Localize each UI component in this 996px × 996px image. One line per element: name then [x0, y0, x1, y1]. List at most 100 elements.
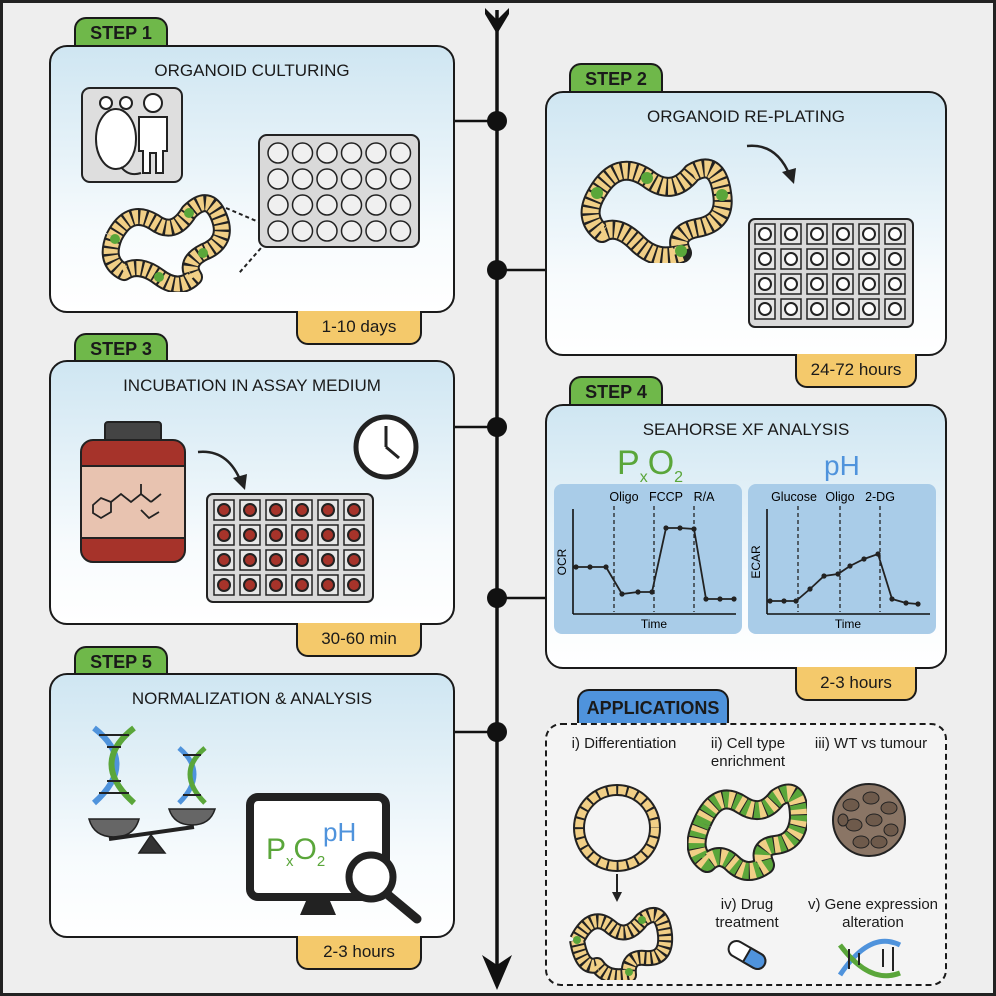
plate-well-insert: [862, 277, 876, 291]
plate-well-medium: [243, 578, 257, 592]
ocr-ylabel: OCR: [555, 548, 569, 575]
plate-well-medium: [217, 503, 231, 517]
arrow-icon: [746, 144, 796, 184]
enriched-organoid-icon: [687, 783, 807, 881]
plate-well: [389, 220, 412, 242]
plate-well: [340, 220, 363, 242]
step3-title: INCUBATION IN ASSAY MEDIUM: [123, 376, 381, 395]
ecar-event-label: 2-DG: [865, 490, 895, 504]
plate-well-insert: [810, 277, 824, 291]
plate-well-insert: [810, 252, 824, 266]
plate-well: [316, 194, 338, 216]
step4-duration: 2-3 hours: [795, 667, 917, 701]
plate-well-medium: [347, 553, 361, 567]
organoid-icon: [580, 158, 733, 263]
plate-well-medium: [321, 528, 335, 542]
ocr-xlabel: Time: [641, 617, 668, 631]
plate-well-insert: [888, 227, 902, 241]
step2-tab: STEP 2: [569, 63, 663, 93]
organoid-icon: [101, 194, 231, 292]
human-icon: [138, 93, 168, 174]
timeline-node: [487, 722, 507, 742]
ecar-event-label: Oligo: [825, 490, 854, 504]
step1-panel: ORGANOID CULTURING: [49, 45, 455, 313]
well-plate-icon: [206, 493, 374, 603]
plate-well-insert: [810, 227, 824, 241]
mouse-icon: [95, 96, 142, 176]
ecar-ylabel: ECAR: [749, 545, 763, 579]
plate-well-medium: [269, 503, 283, 517]
plate-well-insert: [758, 302, 772, 316]
ocr-chart: Oligo FCCP R/A OCR Time: [554, 484, 742, 634]
plate-well-medium: [243, 528, 257, 542]
step1-title: ORGANOID CULTURING: [154, 61, 350, 80]
plate-well-insert: [784, 252, 798, 266]
plate-well: [389, 194, 412, 216]
plate-well: [316, 168, 338, 190]
plate-well: [267, 168, 289, 190]
plate-well-medium: [295, 503, 309, 517]
ecar-xlabel: Time: [835, 617, 862, 631]
dna-scale-icon: [88, 725, 217, 854]
plate-well: [365, 168, 387, 190]
plate-well: [291, 168, 314, 190]
step5-panel: NORMALIZATION & ANALYSIS PxO2 pH: [49, 673, 455, 938]
step2-title: ORGANOID RE-PLATING: [646, 107, 846, 126]
plate-well: [340, 194, 363, 216]
arrow-icon: [197, 450, 247, 490]
step1-duration: 1-10 days: [296, 311, 422, 345]
plate-well-insert: [862, 227, 876, 241]
plate-well-insert: [784, 227, 798, 241]
ocr-event-label: FCCP: [649, 490, 683, 504]
bottle-icon: [80, 421, 186, 563]
ecar-event-label: Glucose: [771, 490, 817, 504]
step4-panel: SEAHORSE XF ANALYSIS PxO2 pH Oligo FCCP …: [545, 404, 947, 669]
step3-panel: INCUBATION IN ASSAY MEDIUM: [49, 360, 455, 625]
plate-well-medium: [321, 553, 335, 567]
plate-well-medium: [295, 578, 309, 592]
plate-well-insert: [888, 277, 902, 291]
plate-well-insert: [836, 252, 850, 266]
plate-well-medium: [321, 503, 335, 517]
plate-well: [389, 168, 412, 190]
plate-well-insert: [836, 302, 850, 316]
oxygen-label: PxO2: [617, 444, 684, 486]
plate-well-insert: [836, 227, 850, 241]
plate-well-medium: [321, 578, 335, 592]
pill-icon: [727, 940, 767, 970]
clock-icon: [353, 414, 419, 480]
plate-well-medium: [243, 503, 257, 517]
timeline-start-icon: [485, 8, 509, 34]
plate-well-medium: [347, 528, 361, 542]
plate-well: [291, 194, 314, 216]
plate-well-medium: [243, 553, 257, 567]
step4-tab: STEP 4: [569, 376, 663, 406]
plate-well-medium: [269, 528, 283, 542]
ecar-chart: Glucose Oligo 2-DG ECAR Time: [748, 484, 936, 634]
plate-well: [267, 220, 289, 242]
plate-well: [291, 220, 314, 242]
step3-tab: STEP 3: [74, 333, 168, 363]
application-differentiation: i) Differentiation: [571, 735, 677, 752]
timeline-node: [487, 588, 507, 608]
plate-well-insert: [810, 302, 824, 316]
step2-panel: ORGANOID RE-PLATING: [545, 91, 947, 356]
timeline-arrow-icon: [482, 955, 512, 990]
plate-well: [365, 220, 387, 242]
plate-well-insert: [758, 277, 772, 291]
scale-icon: [88, 808, 217, 854]
plate-well-medium: [217, 528, 231, 542]
application-wt-tumour: iii) WT vs tumour: [814, 735, 928, 752]
ocr-event-label: Oligo: [609, 490, 638, 504]
plate-well-medium: [269, 553, 283, 567]
step5-title: NORMALIZATION & ANALYSIS: [131, 689, 373, 708]
well-plate-icon: [225, 134, 420, 273]
dna-icon: [91, 725, 207, 806]
step3-duration: 30-60 min: [296, 623, 422, 657]
magnifier-icon: [345, 851, 422, 924]
plate-well-medium: [269, 578, 283, 592]
step4-title: SEAHORSE XF ANALYSIS: [642, 420, 850, 439]
